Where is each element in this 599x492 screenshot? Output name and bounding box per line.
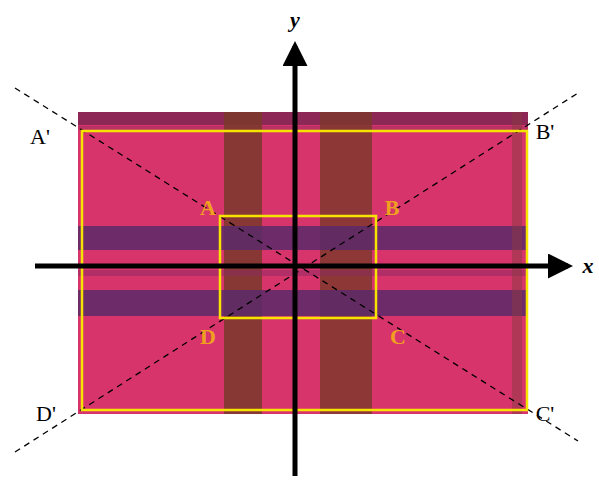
fabric-stripe bbox=[78, 226, 528, 250]
x-axis bbox=[35, 264, 568, 269]
corner-label: C bbox=[390, 326, 406, 348]
corner-label: A' bbox=[30, 126, 50, 148]
corner-label: C' bbox=[536, 403, 555, 425]
fabric-stripe bbox=[320, 112, 372, 414]
corner-label: B bbox=[385, 197, 400, 219]
axis-label: x bbox=[583, 255, 594, 277]
fabric-stripe bbox=[512, 112, 522, 414]
fabric-stripe bbox=[224, 112, 262, 414]
fabric-band bbox=[78, 112, 528, 125]
corner-label: D' bbox=[36, 403, 56, 425]
corner-label: B' bbox=[536, 121, 555, 143]
fabric-stripe bbox=[78, 290, 528, 316]
corner-label: A bbox=[200, 197, 216, 219]
outer-rectangle bbox=[82, 131, 527, 410]
corner-label: D bbox=[200, 326, 216, 348]
fabric-stripe bbox=[78, 270, 528, 276]
y-axis bbox=[293, 46, 298, 476]
axis-label: y bbox=[290, 9, 300, 31]
fabric-band bbox=[78, 126, 528, 130]
